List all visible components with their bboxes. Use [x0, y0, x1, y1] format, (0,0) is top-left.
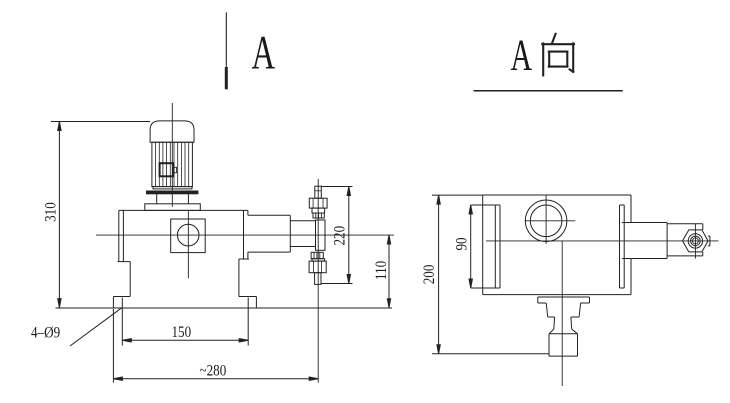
svg-text:110: 110 — [373, 261, 390, 280]
svg-text:90: 90 — [453, 237, 470, 250]
svg-text:4–Ø9: 4–Ø9 — [31, 324, 60, 341]
svg-text:A: A — [252, 25, 276, 79]
svg-text:150: 150 — [172, 324, 192, 341]
svg-text:310: 310 — [42, 202, 59, 222]
svg-text:220: 220 — [331, 226, 348, 246]
svg-text:200: 200 — [421, 265, 438, 285]
svg-text:A: A — [511, 31, 533, 80]
svg-text:~280: ~280 — [200, 362, 227, 379]
